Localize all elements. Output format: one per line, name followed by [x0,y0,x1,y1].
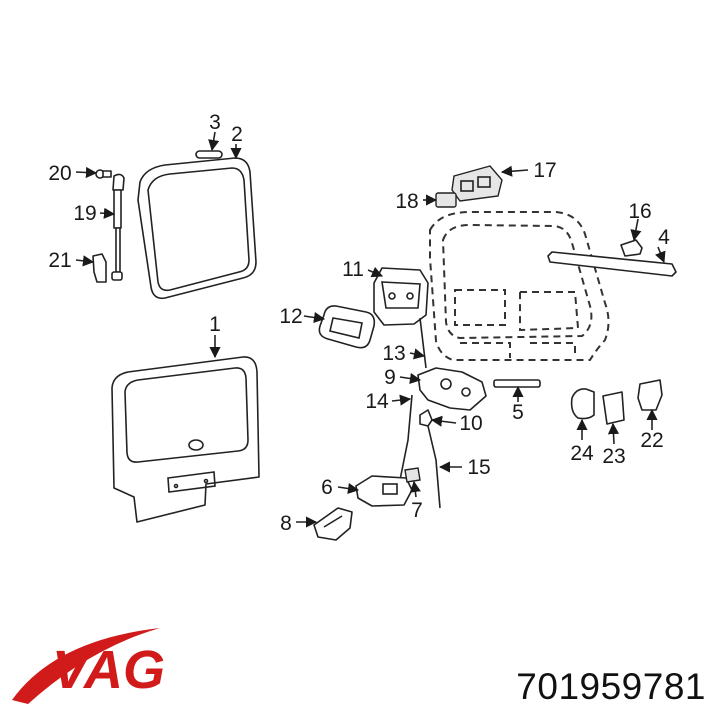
small-plate-part [435,192,457,208]
callout-5: 5 [512,401,524,424]
callout-18: 18 [395,190,418,213]
vag-logo: VAG [12,628,165,704]
callout-1: 1 [209,313,221,336]
bumper-24-part [570,388,595,420]
side-rail-part [547,251,677,277]
lock-housing-part [373,267,429,326]
strut-ball-stud-part [95,169,112,179]
callout-14: 14 [365,390,389,413]
callout-19: 19 [73,202,96,225]
callout-3: 3 [209,111,221,134]
hinge-22-part [637,379,663,411]
lock-mechanism-part [417,367,487,411]
handle-mechanism-part [355,475,413,507]
callout-24: 24 [570,442,594,465]
part-number: 701959781 [516,666,706,707]
callout-23: 23 [602,445,625,468]
seal-strip-part [195,150,223,159]
rod-clip-part [419,409,433,427]
fitting-part [620,239,643,257]
callout-13: 13 [382,342,405,365]
callout-7: 7 [411,499,423,522]
callout-22: 22 [640,429,663,452]
body-opening-outline [429,211,610,361]
callout-4: 4 [658,226,670,249]
handle-clip-part [404,467,421,483]
upper-rod-part [419,317,427,369]
callout-15: 15 [467,456,490,479]
rod-14-part [399,394,413,481]
strut-bracket-part [92,253,107,283]
callout-16: 16 [628,200,651,223]
logo-swoosh [12,628,160,704]
rod-15-part [427,425,441,509]
callout-2: 2 [231,123,243,146]
tailgate-part [111,356,260,523]
callout-11: 11 [342,258,364,281]
leader-lines [75,131,666,528]
callout-12: 12 [279,305,302,328]
rear-window-glass [137,157,257,300]
upper-bracket-part [451,165,503,202]
lever-part [313,507,353,541]
callout-10: 10 [459,412,482,435]
callout-8: 8 [280,512,292,535]
callout-9: 9 [384,366,396,389]
striker-bar-part [493,379,541,388]
callout-20: 20 [48,162,71,185]
callout-17: 17 [533,159,556,182]
gas-strut-part [111,173,125,281]
logo-wordmark: VAG [52,640,165,700]
lock-frame-part [318,305,376,349]
callout-21: 21 [48,249,71,272]
bracket-23-part [602,391,625,425]
callout-6: 6 [321,476,333,499]
